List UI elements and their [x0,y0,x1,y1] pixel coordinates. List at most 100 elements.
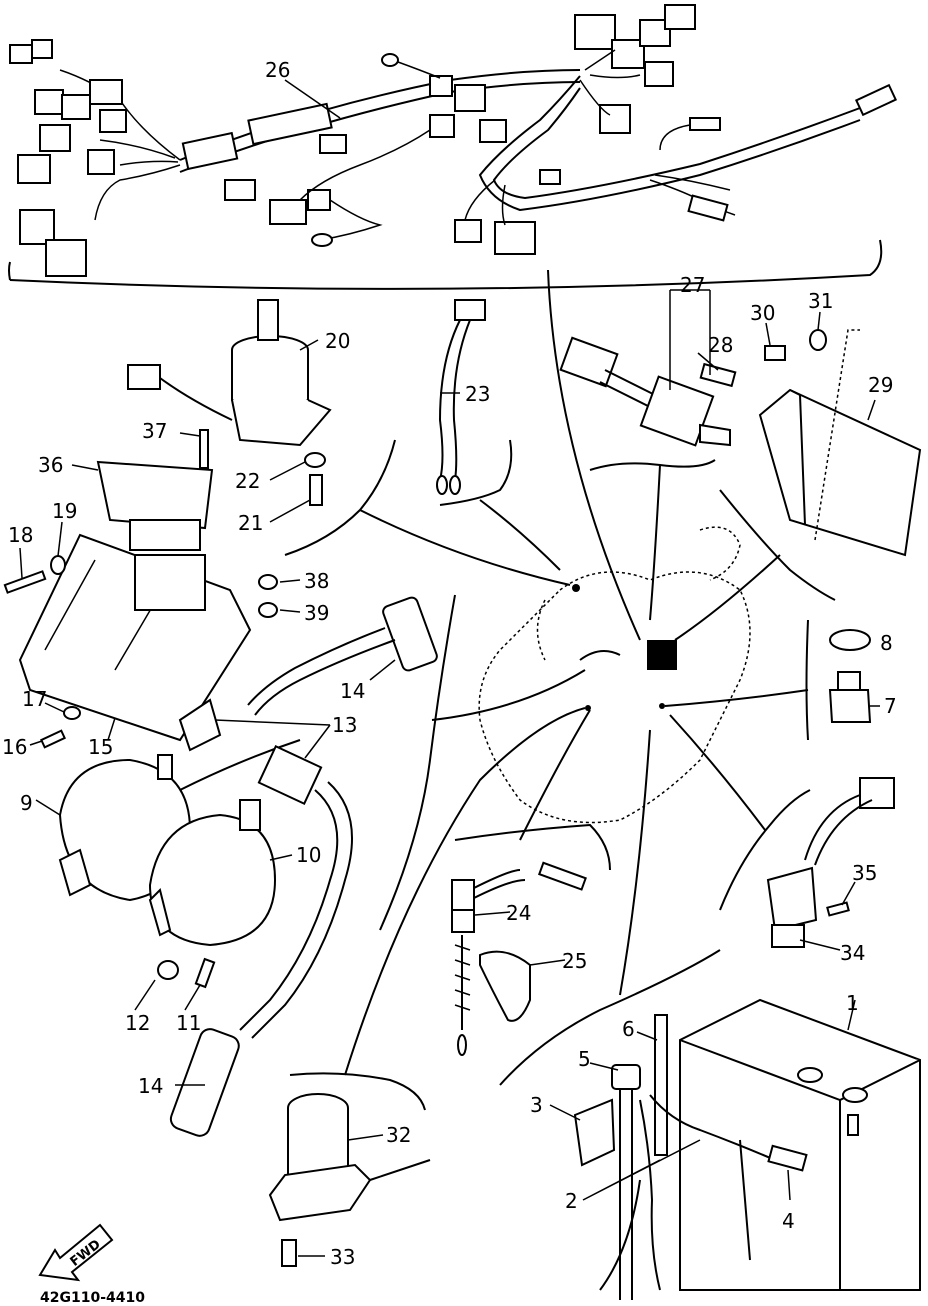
callout-3: 3 [530,1093,543,1117]
relay-assembly [559,336,737,447]
callout-4: 4 [782,1209,795,1233]
washer-22 [304,452,326,468]
leader-sidestand [669,714,766,831]
bracket-ignition-group [284,439,396,556]
callout-14-upper: 14 [340,679,365,703]
callout-30: 30 [750,301,775,325]
screw-35 [826,901,850,917]
bolt-16 [40,729,66,749]
callout-6: 6 [622,1017,635,1041]
callout-15: 15 [88,735,113,759]
leader-relay [649,464,661,621]
frame-outline [478,526,751,824]
callout-22: 22 [235,469,260,493]
leader-harness [547,269,641,641]
callout-34: 34 [840,941,865,965]
screw-37 [199,429,209,469]
callout-31: 31 [808,289,833,313]
bracket-neutral-switch [439,439,513,506]
battery-leads [573,1014,808,1300]
regulator-36 [96,460,214,530]
bolt-18 [3,570,47,594]
bracket-oil-switch [454,823,611,871]
callout-33: 33 [330,1245,355,1269]
callout-10: 10 [296,843,321,867]
leader-ignition-group [359,509,571,586]
callout-14-lower: 14 [138,1074,163,1098]
nut-17 [63,706,81,720]
callout-20: 20 [325,329,350,353]
washer-19 [50,555,66,575]
plug-lead-lower [169,781,354,1137]
callout-12: 12 [125,1011,150,1035]
coil-10 [148,744,323,947]
washer-39 [258,602,278,618]
callout-5: 5 [578,1047,591,1071]
callout-28: 28 [708,333,733,357]
washer-8 [829,629,871,651]
starter-relay-32 [268,1093,431,1222]
leader-switch-7 [664,689,809,707]
main-switch [127,299,332,447]
switch-24 [451,861,587,1056]
callout-2: 2 [565,1189,578,1213]
ignitor-unit-29 [758,329,922,557]
callout-17: 17 [22,687,47,711]
callout-13: 13 [332,713,357,737]
leader-coils [431,669,586,721]
bolt-11 [194,957,216,989]
drawing-code: 42G110-4410 [40,1290,145,1306]
bracket-starter-relay [289,1072,426,1111]
callout-23: 23 [465,382,490,406]
callout-9: 9 [20,791,33,815]
callout-leaders [19,79,880,1257]
callout-7: 7 [884,694,897,718]
callout-21: 21 [238,511,263,535]
callout-11: 11 [176,1011,201,1035]
forward-arrow-icon: FWD [38,1223,114,1282]
callout-26: 26 [265,58,290,82]
callout-27: 27 [680,273,705,297]
callout-35: 35 [852,861,877,885]
callout-39: 39 [304,601,329,625]
leader-battery [619,729,651,996]
callout-numbers: 1 2 3 4 5 6 7 8 9 10 11 12 13 14 14 15 1… [2,58,897,1269]
callout-25: 25 [562,949,587,973]
nut-38 [258,574,278,590]
callout-38: 38 [304,569,329,593]
callout-36: 36 [38,453,63,477]
callout-32: 32 [386,1123,411,1147]
leader-ignitor [674,554,781,641]
switch-7 [828,671,872,723]
ignitor-location-marker [647,640,677,670]
washer-31 [809,329,827,351]
callout-19: 19 [52,499,77,523]
callout-18: 18 [8,523,33,547]
bracket-battery [499,949,721,1086]
bracket-switch-7 [805,619,809,741]
callout-16: 16 [2,735,27,759]
callout-1: 1 [846,991,859,1015]
bracket-25 [479,950,531,1022]
washer-12 [157,960,179,980]
callout-29: 29 [868,373,893,397]
callout-37: 37 [142,419,167,443]
leader-oil-switch [519,709,591,841]
bracket-sidestand [719,789,811,911]
regulator-base [129,519,201,551]
housing-15 [18,533,252,752]
switch-34 [766,777,895,948]
callout-24: 24 [506,901,531,925]
plug-lead-upper [247,596,438,716]
battery-1 [679,998,921,1291]
bolt-30 [764,345,786,361]
wire-harness [8,4,898,290]
neutral-switch-lead [436,299,486,495]
callout-8: 8 [880,631,893,655]
bracket-relay [589,459,716,471]
bolt-33 [281,1239,297,1267]
leader-neutral-switch [479,499,561,571]
bracket-coils [379,594,456,931]
